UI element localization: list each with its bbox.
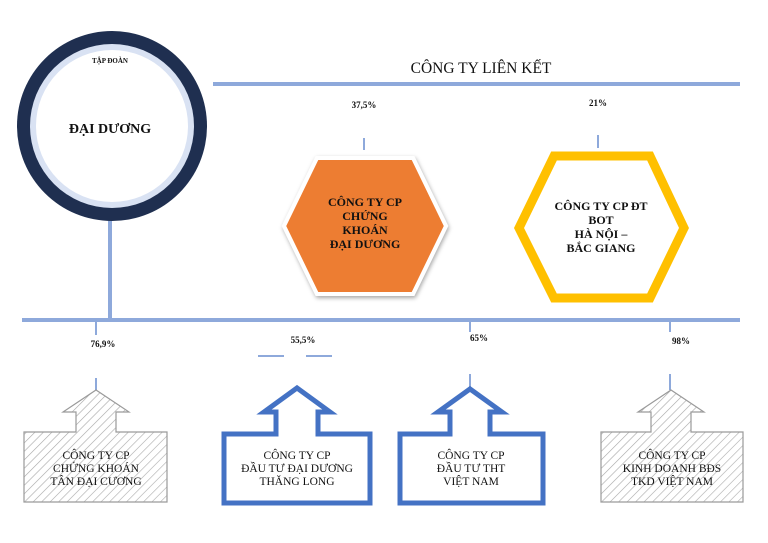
parent-name: ĐẠI DƯƠNG [69, 122, 151, 137]
hexagon-shape-gold [513, 151, 689, 303]
associate-2-line-2: BOT [588, 213, 613, 227]
subsidiary-4-line-3: TKD VIỆT NAM [631, 474, 713, 488]
parent-small-label: TẬP ĐOÀN [92, 57, 128, 65]
associate-1-line-3: KHOÁN [342, 223, 388, 237]
subsidiary-3-line-3: VIỆT NAM [443, 474, 499, 488]
subsidiary-box-1: CÔNG TY CP CHỨNG KHOÁN TÂN ĐẠI CƯƠNG [23, 389, 168, 503]
subsidiary-shape-2 [221, 384, 373, 506]
associate-1-line-1: CÔNG TY CP [328, 195, 402, 209]
subsidiary-4-line-2: KINH DOANH BĐS [623, 463, 721, 475]
associates-title: CÔNG TY LIÊN KẾT [411, 60, 552, 77]
subsidiary-4-line-1: CÔNG TY CP [638, 448, 705, 462]
subsidiary-shape-1 [23, 389, 168, 503]
associate-percent-2: 21% [589, 98, 607, 108]
associate-2-line-3: HÀ NỘI – [575, 227, 629, 241]
subsidiary-percent-4: 98% [672, 336, 690, 346]
subsidiary-box-3: CÔNG TY CP ĐẦU TƯ THT VIỆT NAM [397, 385, 546, 506]
subsidiary-2-line-3: THĂNG LONG [259, 474, 334, 488]
parent-inner [36, 50, 188, 202]
associate-1-line-4: ĐẠI DƯƠNG [330, 237, 401, 251]
hexagon-shape-orange [281, 156, 449, 296]
subsidiary-percent-2: 55,5% [291, 335, 316, 345]
subsidiary-3-line-2: ĐẦU TƯ THT [437, 460, 506, 475]
subsidiary-3-line-1: CÔNG TY CP [437, 448, 504, 462]
associate-hexagon-2: CÔNG TY CP ĐT BOT HÀ NỘI – BẮC GIANG [513, 151, 689, 303]
subsidiary-box-4: CÔNG TY CP KINH DOANH BĐS TKD VIỆT NAM [600, 389, 744, 503]
subsidiary-1-line-3: TÂN ĐẠI CƯƠNG [50, 474, 141, 488]
subsidiary-shape-3 [397, 385, 546, 506]
subsidiary-box-2: CÔNG TY CP ĐẦU TƯ ĐẠI DƯƠNG THĂNG LONG [221, 384, 373, 506]
subsidiary-1-line-1: CÔNG TY CP [62, 448, 129, 462]
parent-group: TẬP ĐOÀN ĐẠI DƯƠNG [17, 31, 207, 221]
subsidiary-2-line-2: ĐẦU TƯ ĐẠI DƯƠNG [241, 460, 353, 475]
associate-hexagon-1: CÔNG TY CP CHỨNG KHOÁN ĐẠI DƯƠNG [281, 156, 449, 296]
subsidiary-percent-3: 65% [470, 333, 488, 343]
subsidiary-shape-4 [600, 389, 744, 503]
subsidiary-2-line-1: CÔNG TY CP [263, 448, 330, 462]
subsidiary-1-line-2: CHỨNG KHOÁN [53, 461, 140, 475]
associate-1-line-2: CHỨNG [342, 209, 388, 223]
subsidiary-percent-1: 76,9% [91, 339, 116, 349]
associate-2-line-1: CÔNG TY CP ĐT [554, 199, 647, 213]
associate-percent-1: 37,5% [352, 100, 377, 110]
associate-2-line-4: BẮC GIANG [566, 240, 635, 255]
